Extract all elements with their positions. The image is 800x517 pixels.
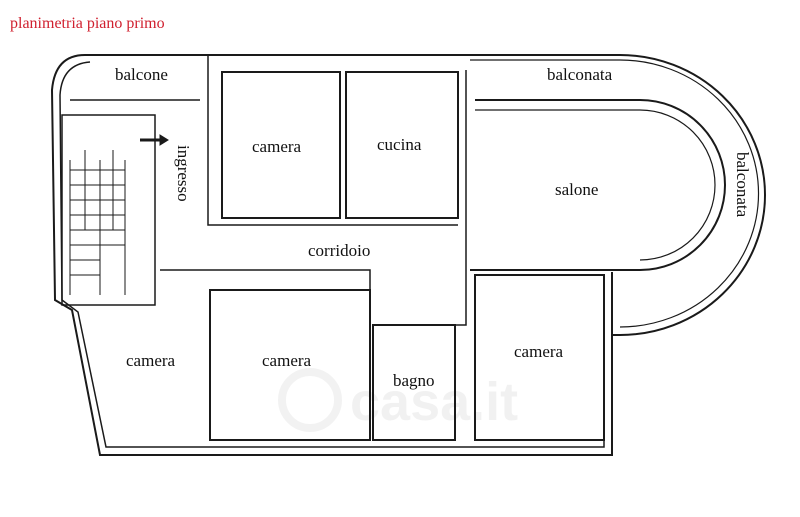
watermark-logo: casa.it — [278, 368, 518, 432]
room-label-balcone: balcone — [115, 65, 168, 84]
room-label-balconata-right: balconata — [733, 152, 752, 218]
room-label-salone: salone — [555, 180, 598, 199]
room-label-camera-bottom-mid: camera — [262, 351, 312, 370]
room-label-balconata-top: balconata — [547, 65, 613, 84]
plan-title: planimetria piano primo — [10, 15, 165, 32]
room-label-ingresso: ingresso — [174, 145, 193, 202]
room-label-camera-bottom-left: camera — [126, 351, 176, 370]
room-label-corridoio: corridoio — [308, 241, 370, 260]
walls — [50, 54, 766, 456]
room-label-camera-bottom-right: camera — [514, 342, 564, 361]
room-label-camera-top: camera — [252, 137, 302, 156]
room-label-bagno: bagno — [393, 371, 435, 390]
room-label-cucina: cucina — [377, 135, 422, 154]
svg-text:casa.it: casa.it — [350, 372, 518, 432]
